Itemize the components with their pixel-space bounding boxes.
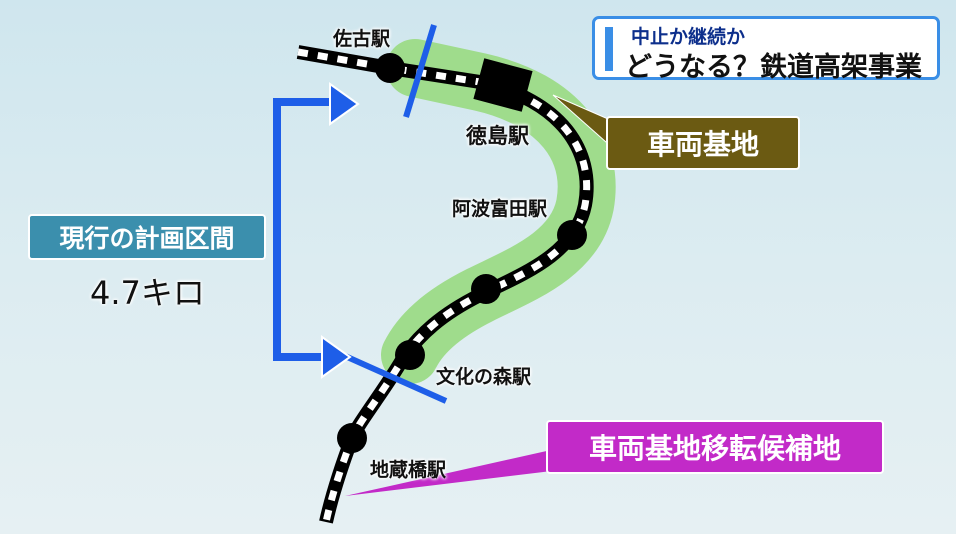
headline-title: どうなる？鉄道高架事業 — [625, 52, 922, 83]
headline-accent-bar — [605, 27, 613, 71]
station-label-bunka-no-mori: 文化の森駅 — [436, 366, 532, 388]
plan-section-length: 4.7キロ — [90, 274, 205, 312]
station-label-awa-tomida: 阿波富田駅 — [452, 198, 548, 220]
station-dot-jizobashi — [337, 423, 367, 453]
plan-section-bracket — [273, 98, 330, 361]
section-boundary-south — [343, 353, 448, 404]
headline-subtitle: 中止か継続か — [631, 26, 746, 48]
station-dot-awa-tomida — [557, 220, 587, 250]
tokushima-station-block — [473, 58, 533, 112]
relocation-pointer — [345, 448, 560, 496]
station-dot-intermediate — [471, 274, 501, 304]
station-label-saiko: 佐古駅 — [333, 28, 391, 50]
station-label-tokushima: 徳島駅 — [466, 124, 529, 148]
station-dot-saiko — [375, 53, 405, 83]
arrow-north-icon — [329, 82, 360, 126]
headline-panel: 中止か継続か どうなる？鉄道高架事業 — [592, 16, 940, 83]
station-label-jizobashi: 地蔵橋駅 — [370, 459, 447, 481]
arrow-south-icon — [321, 335, 352, 379]
station-dot-bunka-no-mori — [395, 340, 425, 370]
depot-label: 車両基地 — [606, 116, 800, 170]
plan-section-label: 現行の計画区間 — [28, 214, 266, 260]
section-boundary-north — [403, 24, 437, 118]
relocation-candidate-label: 車両基地移転候補地 — [546, 420, 884, 474]
